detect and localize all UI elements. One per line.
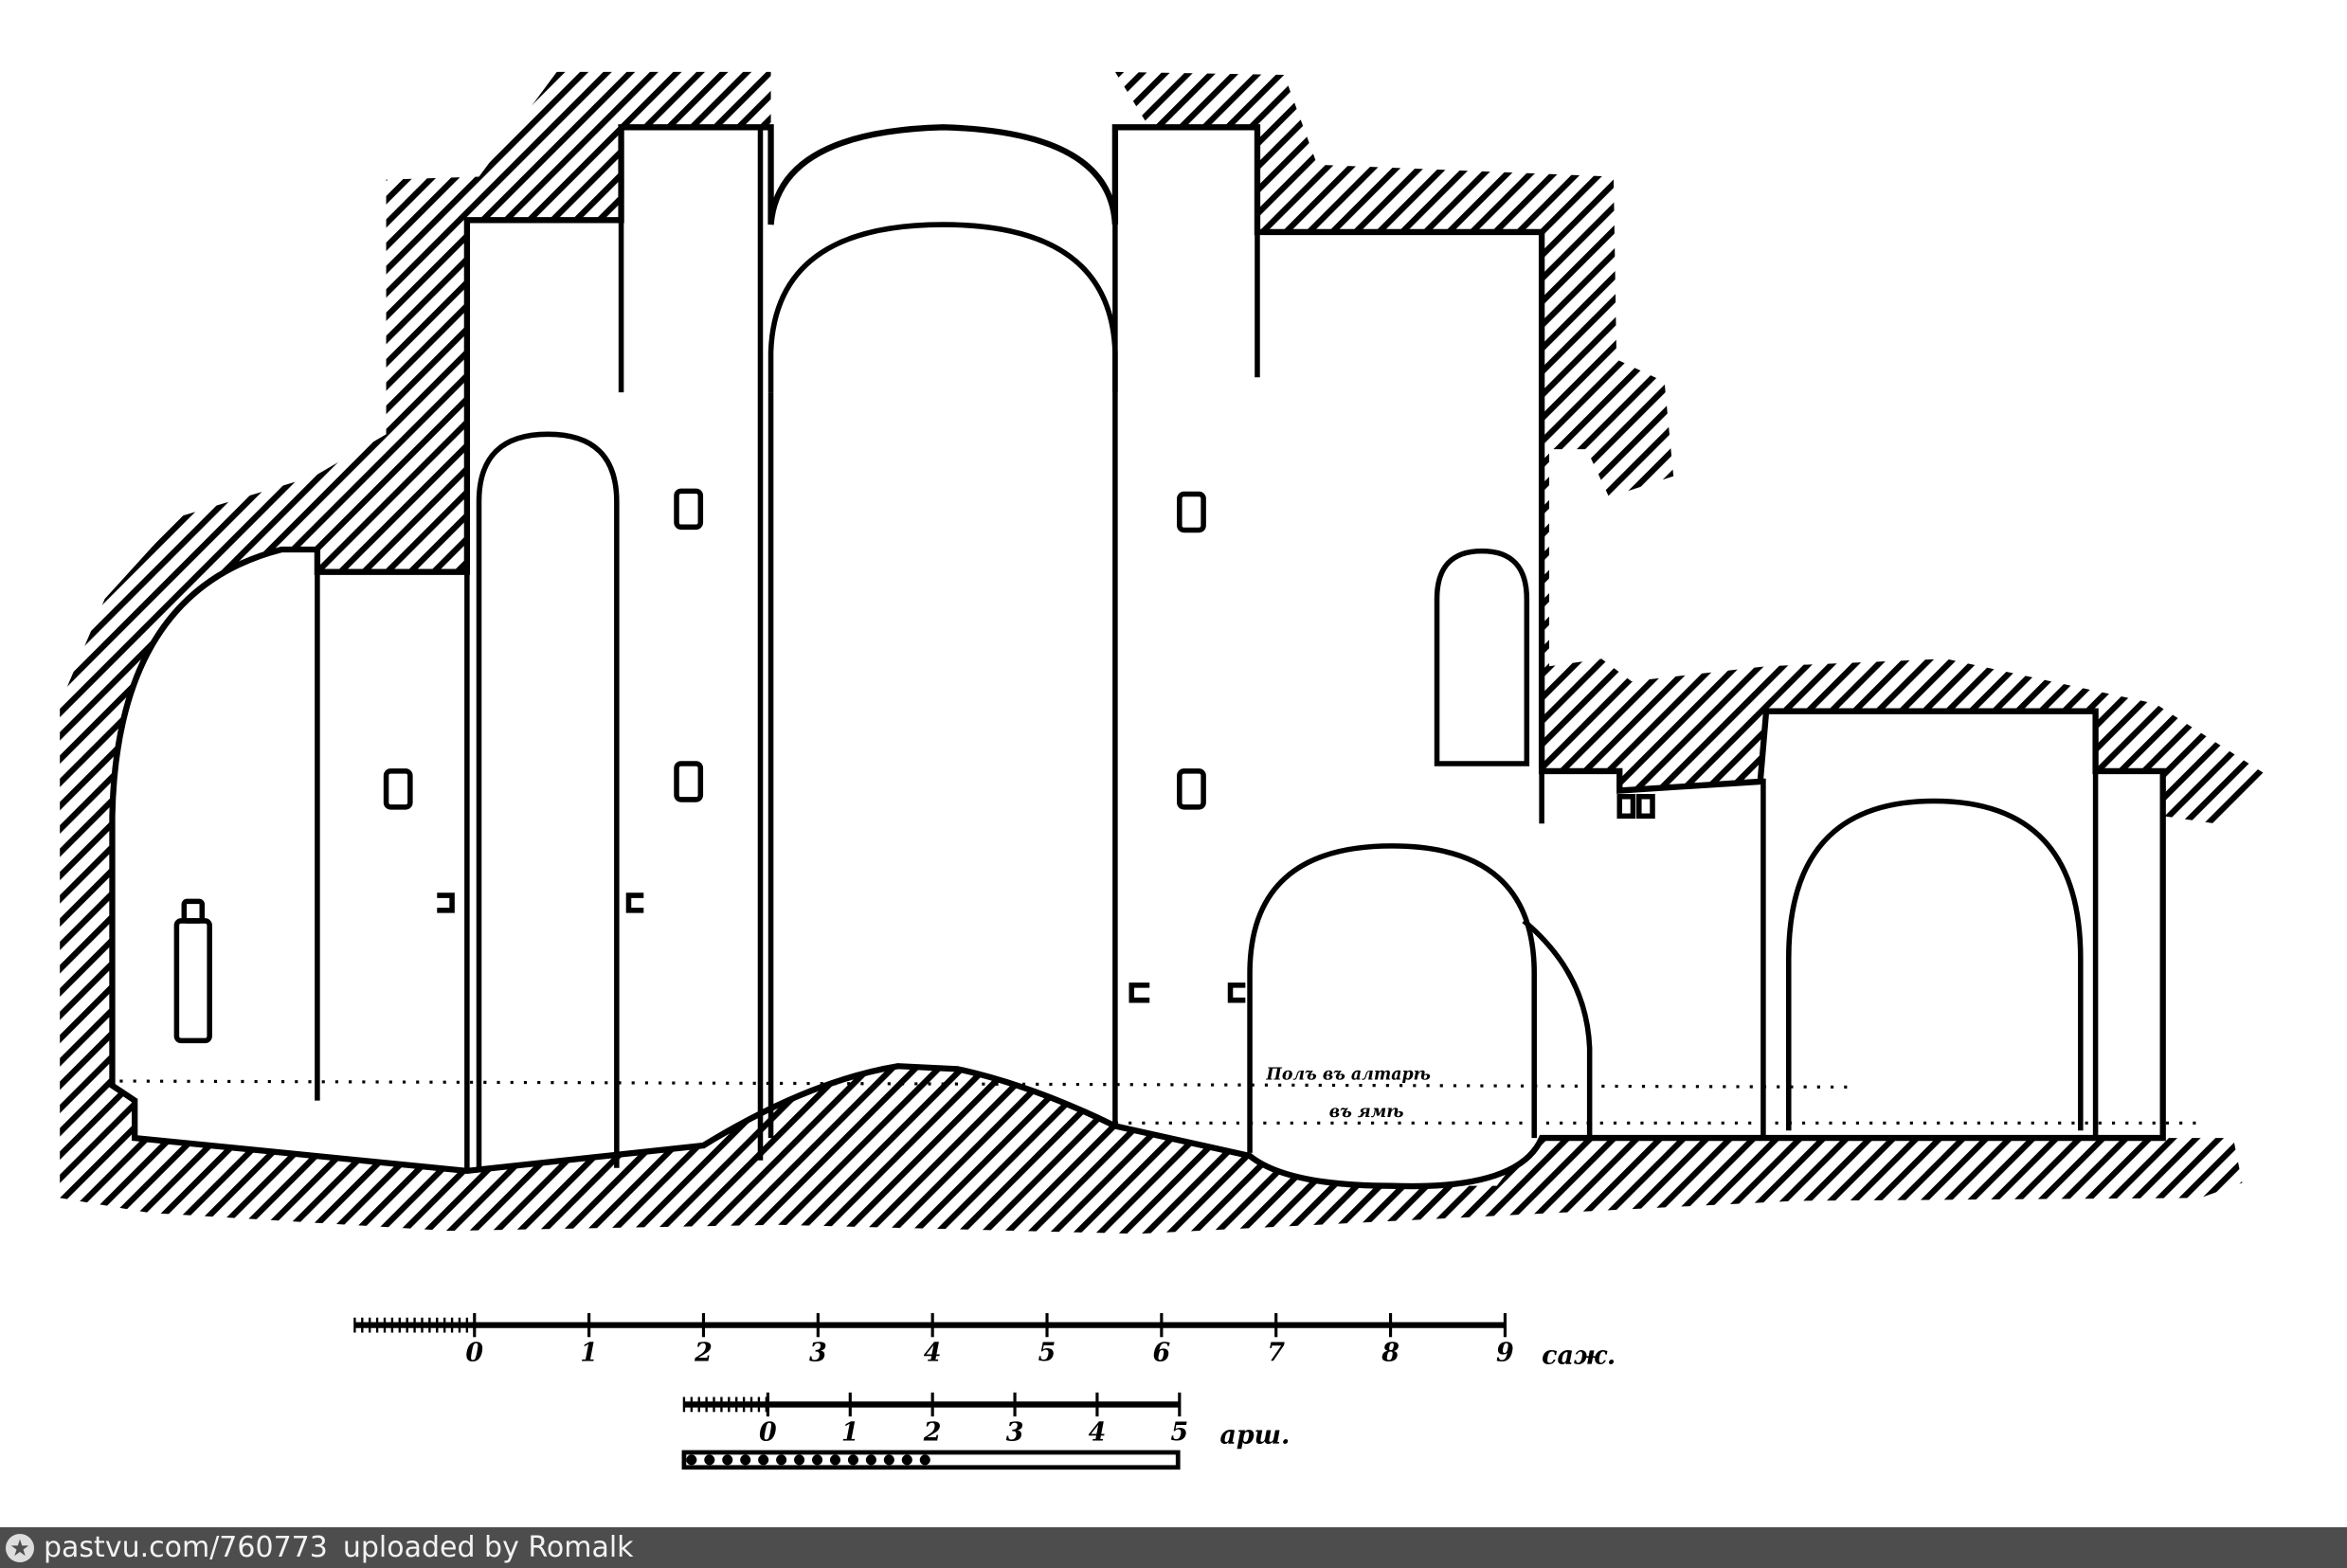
scale-bar-dot <box>883 1454 894 1466</box>
scale-tick-label: 8 <box>1381 1339 1399 1368</box>
scale-bar-dot <box>901 1454 912 1466</box>
right-arch <box>1786 798 2084 1131</box>
window <box>1636 794 1655 820</box>
scale-bar-dot <box>776 1454 787 1466</box>
scale-tick-label: 5 <box>1170 1417 1188 1447</box>
scale-tick-label: 1 <box>841 1417 859 1447</box>
annotation-line1: Полъ въ алтарѣ <box>1265 1065 1430 1084</box>
scale-bar-dot <box>811 1454 823 1466</box>
window <box>674 761 704 802</box>
building-outline <box>109 124 2166 1190</box>
left-arch <box>476 431 620 1168</box>
scale-tick-label: 7 <box>1267 1339 1285 1368</box>
window <box>674 488 704 531</box>
window <box>1616 794 1636 820</box>
scale-bar-dot <box>865 1454 876 1466</box>
scale-tick-label: 6 <box>1153 1339 1171 1368</box>
scale-tick-label: 9 <box>1496 1339 1514 1368</box>
scale-tick-label: 2 <box>694 1339 713 1368</box>
altar-arch-shadow <box>1522 918 1593 1139</box>
scale-bar-double <box>681 1450 1181 1470</box>
scale-tick-label: 2 <box>923 1417 942 1447</box>
interior-lines <box>173 127 2099 1171</box>
photo-link[interactable]: pastvu.com/760773 <box>44 1531 328 1564</box>
scale-tick-label: 1 <box>580 1339 598 1368</box>
scale-tick-label: 3 <box>809 1339 827 1368</box>
scale-bar-dot <box>829 1454 841 1466</box>
scale-bar-dot <box>758 1454 769 1466</box>
window <box>1177 768 1206 810</box>
scale-bar-dot <box>704 1454 715 1466</box>
arched-window <box>1434 548 1530 766</box>
annotation-line2: въ ямѣ <box>1329 1103 1404 1122</box>
scale-tick-label: 0 <box>465 1339 483 1368</box>
scale-bar-dot <box>847 1454 858 1466</box>
window <box>1177 491 1206 533</box>
scale-tick-label: 5 <box>1038 1339 1056 1368</box>
scale-bar-dot <box>722 1454 733 1466</box>
door-niche-top <box>181 898 206 924</box>
window <box>383 768 413 810</box>
scale-tick-label: 4 <box>1089 1417 1107 1447</box>
scale-tick-label: 0 <box>759 1417 777 1447</box>
pastvu-logo-icon: ★ <box>6 1533 34 1562</box>
scale-bar-dot <box>740 1454 751 1466</box>
scale-unit-label: арш. <box>1219 1420 1290 1450</box>
uploader-text: uploaded by Romalk <box>342 1531 634 1564</box>
floor-levels <box>119 1079 2201 1125</box>
scale-bar-dot <box>686 1454 697 1466</box>
scale-bar-dot <box>794 1454 805 1466</box>
scale-tick-label: 3 <box>1006 1417 1024 1447</box>
footer-bar: ★ pastvu.com/760773 uploaded by Romalk <box>0 1527 2347 1568</box>
scale-bar-dot <box>919 1454 930 1466</box>
scale-tick-label: 4 <box>924 1339 942 1368</box>
scale-unit-label: саж. <box>1542 1342 1616 1371</box>
nave-inner-arch <box>767 222 1118 393</box>
section-drawing: Полъ въ алтарѣ въ ямѣ 0 1 2 3 4 5 6 7 8 9 саж. 0 1 2 3… <box>60 71 2268 1470</box>
hatch-ground <box>60 973 2243 1235</box>
scale-bars: 0 1 2 3 4 5 6 7 8 9 саж. 0 1 2 3 4 5 арш. <box>353 1313 1616 1470</box>
altar-arch <box>1247 843 1537 1153</box>
